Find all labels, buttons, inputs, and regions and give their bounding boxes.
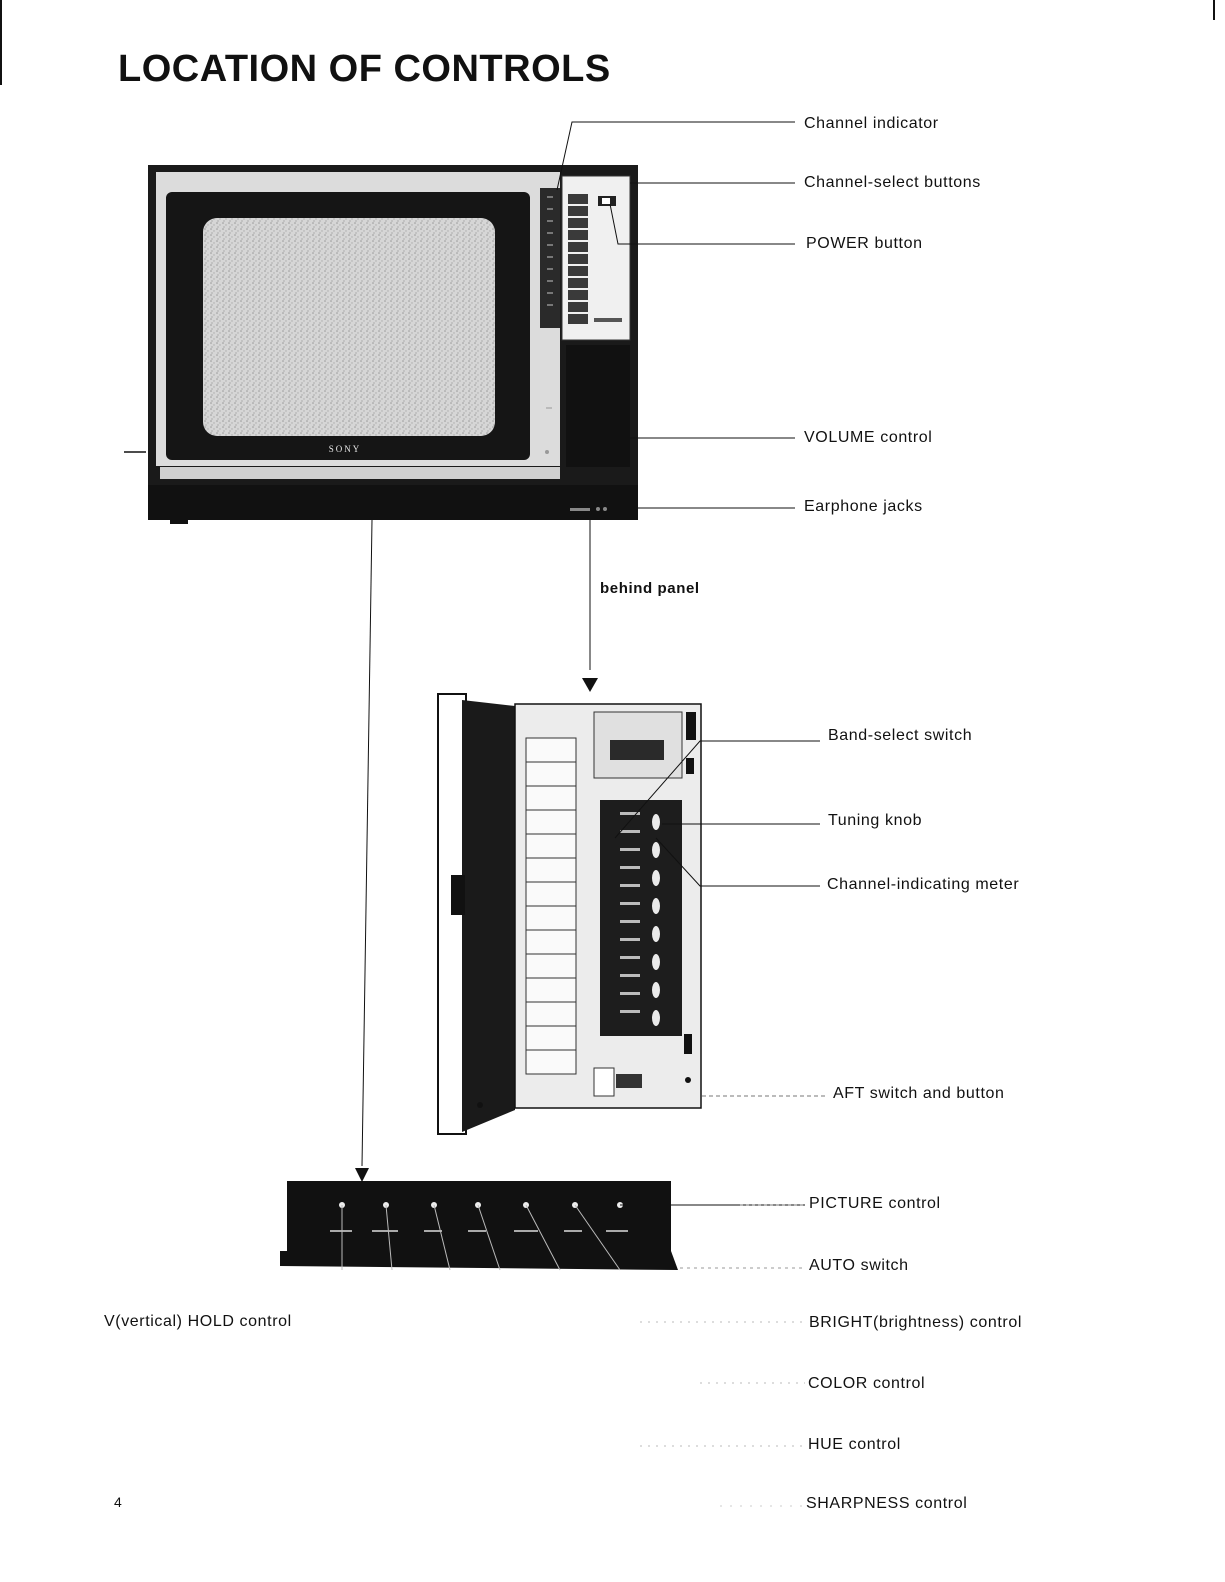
label-earphone-jacks: Earphone jacks — [804, 498, 923, 515]
label-aft-switch: AFT switch and button — [833, 1085, 1005, 1102]
page-edge-mark — [0, 0, 2, 85]
label-channel-select-buttons: Channel-select buttons — [804, 174, 981, 191]
label-volume-control: VOLUME control — [804, 429, 933, 446]
label-channel-indicating-meter: Channel-indicating meter — [827, 876, 1020, 893]
preset-button-column — [525, 737, 577, 1075]
label-sharpness-control: SHARPNESS control — [806, 1495, 968, 1512]
page-number: 4 — [114, 1494, 122, 1510]
tuning-block — [600, 800, 682, 1036]
label-vhold-control: V(vertical) HOLD control — [104, 1313, 292, 1330]
page-title: LOCATION OF CONTROLS — [118, 48, 611, 90]
label-picture-control: PICTURE control — [809, 1195, 941, 1212]
panel-door — [462, 700, 515, 1132]
label-auto-switch: AUTO switch — [809, 1257, 909, 1274]
control-strip-body — [287, 1181, 671, 1251]
label-tuning-knob: Tuning knob — [828, 812, 923, 829]
label-hue-control: HUE control — [808, 1436, 901, 1453]
tv-brand-logo: SONY — [329, 444, 362, 454]
label-color-control: COLOR control — [808, 1375, 926, 1392]
tv-base — [148, 485, 638, 520]
page-edge-mark — [1213, 0, 1215, 20]
label-bright-control: BRIGHT(brightness) control — [809, 1314, 1022, 1331]
label-channel-indicator: Channel indicator — [804, 115, 939, 132]
tv-screen — [203, 218, 495, 436]
channel-select-button-column — [568, 194, 588, 324]
label-behind-panel: behind panel — [600, 580, 700, 597]
label-band-select-switch: Band-select switch — [828, 727, 973, 744]
label-power-button: POWER button — [806, 235, 923, 252]
aft-switch-shape — [593, 1067, 615, 1097]
